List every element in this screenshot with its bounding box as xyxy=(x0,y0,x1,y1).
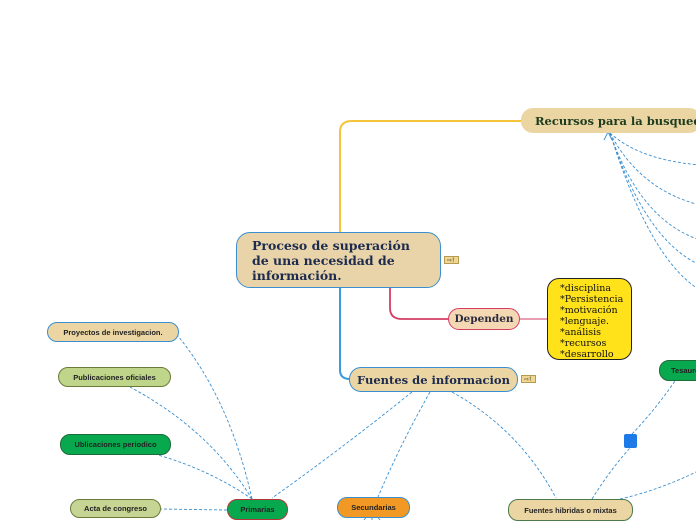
factor-item: *motivación xyxy=(560,305,618,316)
factor-item: *disciplina xyxy=(560,283,612,294)
link-recursos-4 xyxy=(609,132,696,264)
topic-tesauros[interactable]: Tesauros xyxy=(659,360,696,381)
topic-proyectos[interactable]: Proyectos de investigacion. xyxy=(47,322,179,342)
factor-item: *desarrollo xyxy=(560,349,614,360)
branch-dependen xyxy=(389,288,448,320)
floating-topic-square[interactable] xyxy=(624,434,637,448)
topic-publicaciones[interactable]: Publicaciones oficiales xyxy=(58,367,171,387)
branch-recursos xyxy=(339,120,521,232)
topic-secundarias[interactable]: Secundarias xyxy=(337,497,410,518)
topic-recursos[interactable]: Recursos para la busqueda xyxy=(521,108,696,133)
link-fuentes-hibridas xyxy=(451,391,557,499)
factor-item: *recursos xyxy=(560,338,607,349)
link-recursos-1 xyxy=(609,132,696,166)
central-line-3: información. xyxy=(252,267,342,283)
factor-item: *análisis xyxy=(560,327,602,338)
note-icon[interactable]: ⇨! xyxy=(521,375,536,383)
link-primarias-publicaciones xyxy=(129,386,253,500)
note-icon[interactable]: ⇨! xyxy=(444,256,459,264)
topic-primarias[interactable]: Primarias xyxy=(227,499,288,520)
factor-item: *lenguaje. xyxy=(560,316,609,327)
central-topic[interactable]: Proceso de superación de una necesidad d… xyxy=(236,232,441,288)
factor-item: *Persistencia xyxy=(560,294,624,305)
central-line-1: Proceso de superación xyxy=(252,237,410,253)
dependen-factors-box[interactable]: *disciplina *Persistencia *motivación *l… xyxy=(547,278,632,360)
topic-dependen[interactable]: Dependen xyxy=(448,308,520,330)
branch-fuentes xyxy=(339,288,351,380)
link-fuentes-primarias xyxy=(271,391,413,499)
link-bluesq-tesauros xyxy=(631,380,676,435)
link-primarias-ublicaciones xyxy=(157,454,253,500)
topic-hibridas[interactable]: Fuentes hibridas o mixtas xyxy=(508,499,633,521)
link-hibridas-right xyxy=(619,471,696,500)
topic-ublicaciones[interactable]: Ublicaciones periodico xyxy=(60,434,171,455)
link-recursos-3 xyxy=(609,132,696,239)
topic-fuentes[interactable]: Fuentes de informacion xyxy=(349,367,518,392)
link-recursos-2 xyxy=(609,132,696,205)
link-hibridas-bluesq xyxy=(591,447,631,500)
link-primarias-proyectos xyxy=(177,335,253,500)
link-primarias-acta xyxy=(160,508,228,511)
central-line-2: de una necesidad de xyxy=(252,252,395,268)
topic-acta[interactable]: Acta de congreso xyxy=(70,499,161,518)
link-recursos-5 xyxy=(609,132,696,288)
link-fuentes-secundarias xyxy=(377,391,431,498)
